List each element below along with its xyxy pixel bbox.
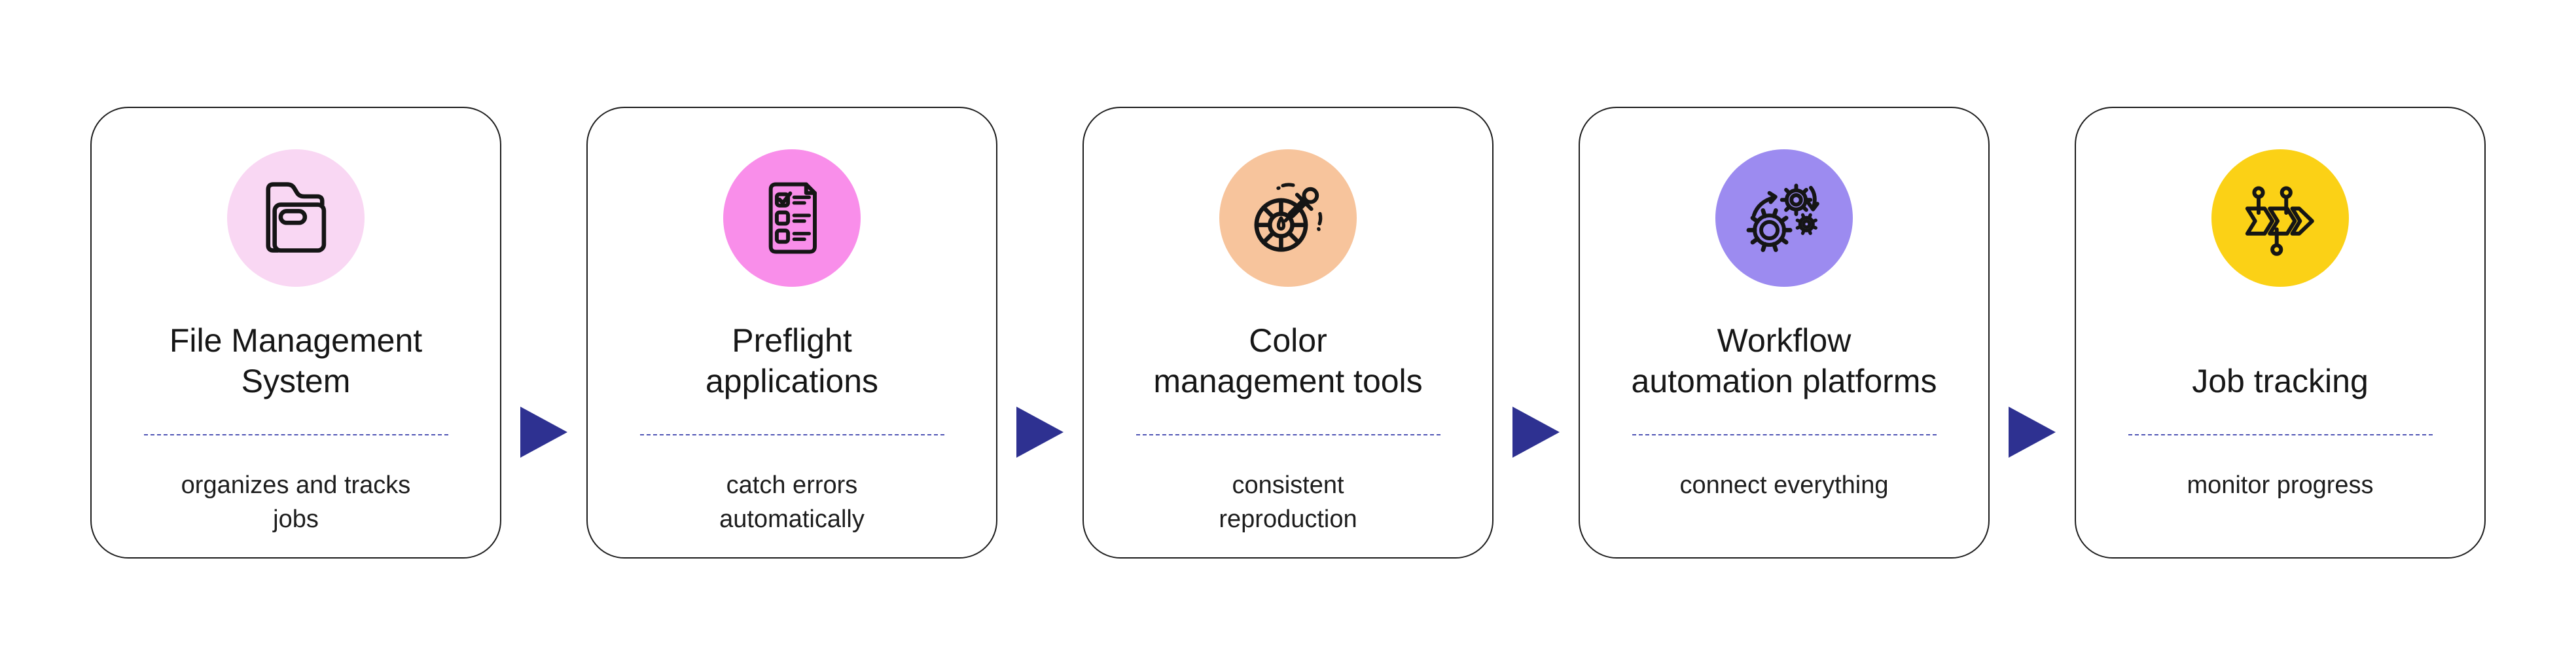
flow-arrow-icon [2009,407,2056,458]
step-icon-badge [723,149,861,287]
step-title: Job tracking [2192,363,2369,399]
step-title-wrap: Workflow automation platforms [1580,287,1988,434]
step-subtitle: consistent reproduction [1219,471,1357,533]
step-icon-badge [1715,149,1853,287]
step-title-wrap: Preflight applications [588,287,996,434]
dashed-divider [639,434,944,435]
step-card-workflow-automation-platforms: Workflow automation platforms connect ev… [1579,107,1990,559]
step-title-wrap: File Management System [92,287,500,434]
step-subtitle: connect everything [1679,471,1889,499]
step-card-file-management-system: File Management System organizes and tra… [90,107,501,559]
step-title-wrap: Job tracking [2076,287,2484,434]
step-subtitle-wrap: connect everything [1580,435,1988,557]
step-subtitle-wrap: organizes and tracks jobs [92,435,500,557]
step-title: File Management System [169,322,423,399]
step-icon-badge [2211,149,2349,287]
step-title: Workflow automation platforms [1631,322,1937,399]
step-subtitle: catch errors automatically [719,471,865,533]
gears-automation-icon [1741,175,1827,261]
checklist-document-icon [749,175,835,261]
color-wheel-eyedropper-icon [1245,175,1331,261]
dashed-divider [1632,434,1937,435]
step-title: Color management tools [1153,322,1423,399]
step-icon-badge [1219,149,1357,287]
flow-arrow-icon [1512,407,1560,458]
workflow-steps-diagram: File Management System organizes and tra… [90,107,2486,559]
step-subtitle-wrap: catch errors automatically [588,435,996,557]
step-card-color-management-tools: Color management tools consistent reprod… [1082,107,1494,559]
step-icon-badge [227,149,365,287]
step-title: Preflight applications [705,322,879,399]
step-subtitle: monitor progress [2187,471,2374,499]
timeline-chevrons-icon [2237,175,2323,261]
step-title-wrap: Color management tools [1084,287,1492,434]
step-subtitle: organizes and tracks jobs [181,471,411,533]
dashed-divider [1136,434,1440,435]
dashed-divider [143,434,448,435]
step-subtitle-wrap: consistent reproduction [1084,435,1492,557]
dashed-divider [2128,434,2433,435]
step-card-job-tracking: Job tracking monitor progress [2075,107,2486,559]
folder-icon [253,175,339,261]
step-subtitle-wrap: monitor progress [2076,435,2484,557]
flow-arrow-icon [1016,407,1064,458]
flow-arrow-icon [520,407,567,458]
step-card-preflight-applications: Preflight applications catch errors auto… [586,107,997,559]
